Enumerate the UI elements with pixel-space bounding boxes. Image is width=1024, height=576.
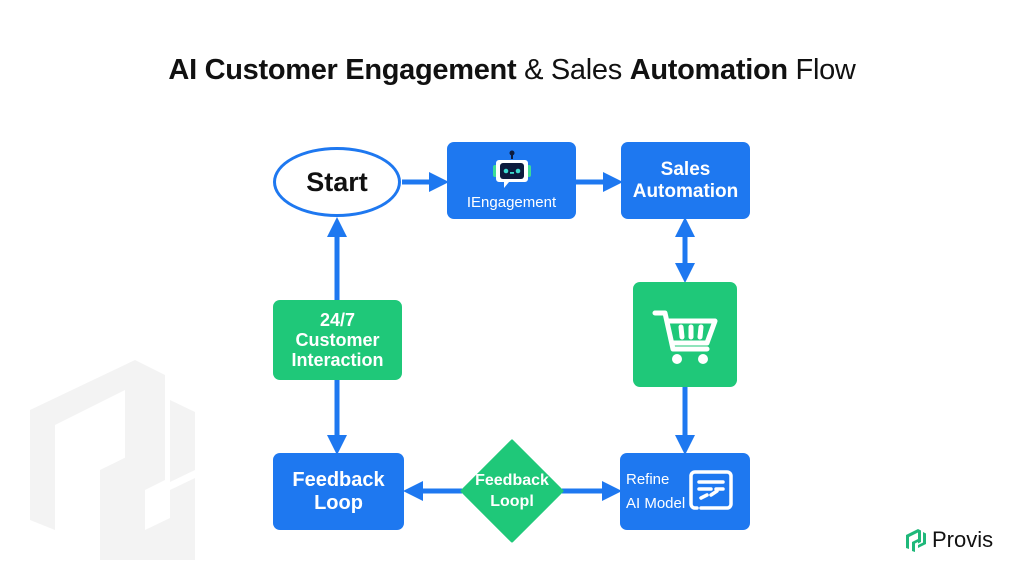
start-node: Start xyxy=(273,147,401,217)
sales-label-line2: Automation xyxy=(632,180,739,202)
feedback-loop-node: Feedback Loop xyxy=(273,453,404,530)
provis-logo-icon xyxy=(906,529,926,552)
engagement-label: IEngagement xyxy=(466,194,557,211)
edit-document-icon xyxy=(689,469,733,510)
brand-logo: Provis xyxy=(906,527,993,553)
shopping-cart-icon xyxy=(652,310,718,364)
title-part-3: Automation xyxy=(629,54,788,86)
customer-interaction-node: 24/7 Customer Interaction xyxy=(273,300,402,380)
start-label: Start xyxy=(306,166,368,197)
title-part-1: AI Customer Engagement xyxy=(168,54,517,86)
feedback-label-line1: Feedback xyxy=(292,468,385,491)
sales-label-line1: Sales xyxy=(660,158,711,180)
watermark-logo xyxy=(30,360,195,560)
page-title: AI Customer Engagement & Sales Automatio… xyxy=(0,54,1024,87)
sales-automation-node: Sales Automation xyxy=(621,142,750,219)
feedback-decision-diamond xyxy=(460,439,564,543)
feedback-label-line2: Loop xyxy=(314,491,363,514)
decision-label-line2: Loopl xyxy=(490,493,534,510)
title-part-4: Flow xyxy=(787,54,856,86)
robot-chat-icon xyxy=(492,150,531,188)
cart-node xyxy=(633,282,737,387)
refine-label-line1: Refine xyxy=(626,470,670,488)
brand-name: Provis xyxy=(932,527,994,552)
interaction-label-line2: Customer xyxy=(295,330,380,350)
engagement-node: IEngagement xyxy=(447,142,576,219)
decision-label-line1: Feedback xyxy=(475,472,549,489)
refine-model-node: Refine AI Model xyxy=(620,453,750,530)
title-part-2: & Sales xyxy=(516,54,630,86)
refine-label-line2: AI Model xyxy=(626,494,686,512)
interaction-label-line1: 24/7 xyxy=(319,310,356,330)
feedback-decision-label: Feedback Loopl xyxy=(460,470,564,512)
interaction-label-line3: Interaction xyxy=(291,350,384,370)
